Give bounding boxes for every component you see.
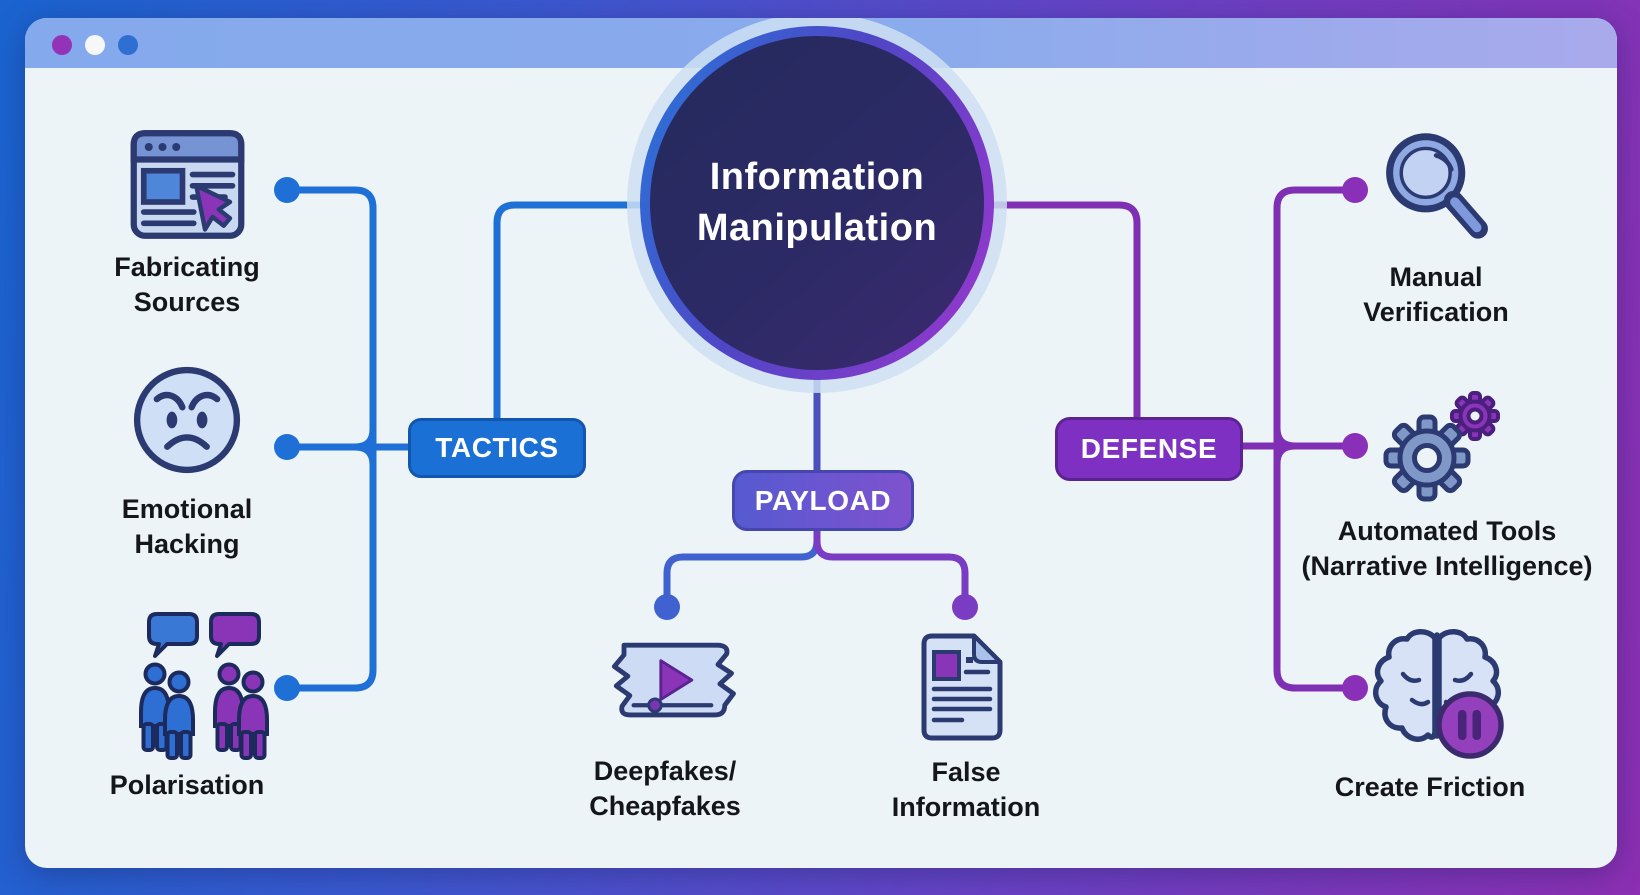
central-node-title: Information Manipulation xyxy=(696,155,938,249)
defense-lines xyxy=(970,186,1359,692)
people-groups-icon xyxy=(125,610,285,762)
window-control-dot-2[interactable] xyxy=(85,35,105,55)
browser-cursor-icon xyxy=(125,122,250,247)
app-window: Information Manipulation TACTICS PAYLOAD… xyxy=(25,18,1617,868)
node-label: Automated Tools (Narrative Intelligence) xyxy=(1301,516,1593,581)
connector-dots xyxy=(274,177,1368,701)
false-document-icon xyxy=(913,628,1015,746)
magnifier-icon xyxy=(1371,124,1499,252)
node-label: Manual Verification xyxy=(1363,262,1509,327)
node-label: Fabricating Sources xyxy=(114,252,260,317)
gears-icon xyxy=(1365,380,1510,508)
node-label: Emotional Hacking xyxy=(121,494,253,559)
brain-pause-icon xyxy=(1367,622,1507,764)
tactics-box: TACTICS xyxy=(408,418,586,478)
node-label: Create Friction xyxy=(1334,772,1526,802)
payload-box: PAYLOAD xyxy=(732,470,914,531)
defense-label: DEFENSE xyxy=(1080,433,1218,464)
tactics-lines xyxy=(283,186,664,692)
angry-face-icon xyxy=(129,362,245,478)
node-label: False Information xyxy=(891,757,1041,822)
node-label: Polarisation xyxy=(109,770,265,800)
tactics-label: TACTICS xyxy=(435,432,559,463)
window-control-dot-1[interactable] xyxy=(52,35,72,55)
torn-video-icon xyxy=(593,626,748,738)
window-control-dot-3[interactable] xyxy=(118,35,138,55)
defense-box: DEFENSE xyxy=(1055,417,1243,481)
node-label: Deepfakes/ Cheapfakes xyxy=(589,756,741,821)
diagram-stage: Information Manipulation TACTICS PAYLOAD… xyxy=(25,18,1617,868)
central-node-circle: Information Manipulation xyxy=(650,36,984,370)
central-node: Information Manipulation xyxy=(640,26,994,380)
payload-label: PAYLOAD xyxy=(754,484,892,516)
connector-lines xyxy=(274,177,1368,701)
